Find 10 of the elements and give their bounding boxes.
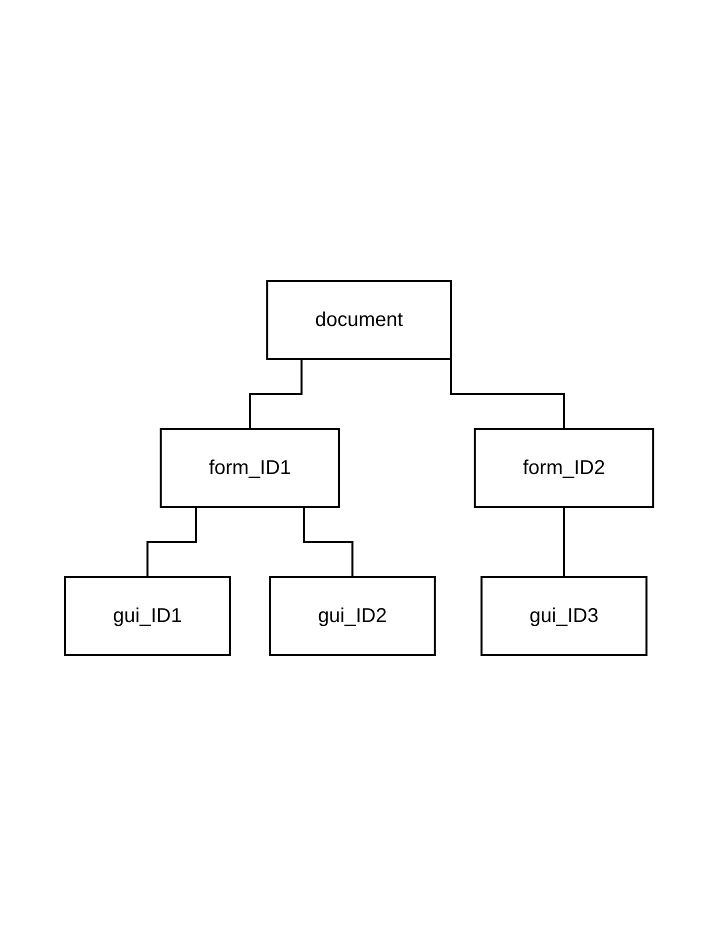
node-box: gui_ID2 xyxy=(268,576,436,656)
node-box: gui_ID1 xyxy=(64,576,231,656)
node-box: document xyxy=(266,280,452,360)
node-box: form_ID2 xyxy=(474,428,654,508)
connector xyxy=(302,507,354,578)
connector xyxy=(146,507,197,578)
node-box: gui_ID3 xyxy=(480,576,648,656)
node-box: form_ID1 xyxy=(160,428,340,508)
connector xyxy=(562,507,565,578)
connector xyxy=(248,359,302,430)
